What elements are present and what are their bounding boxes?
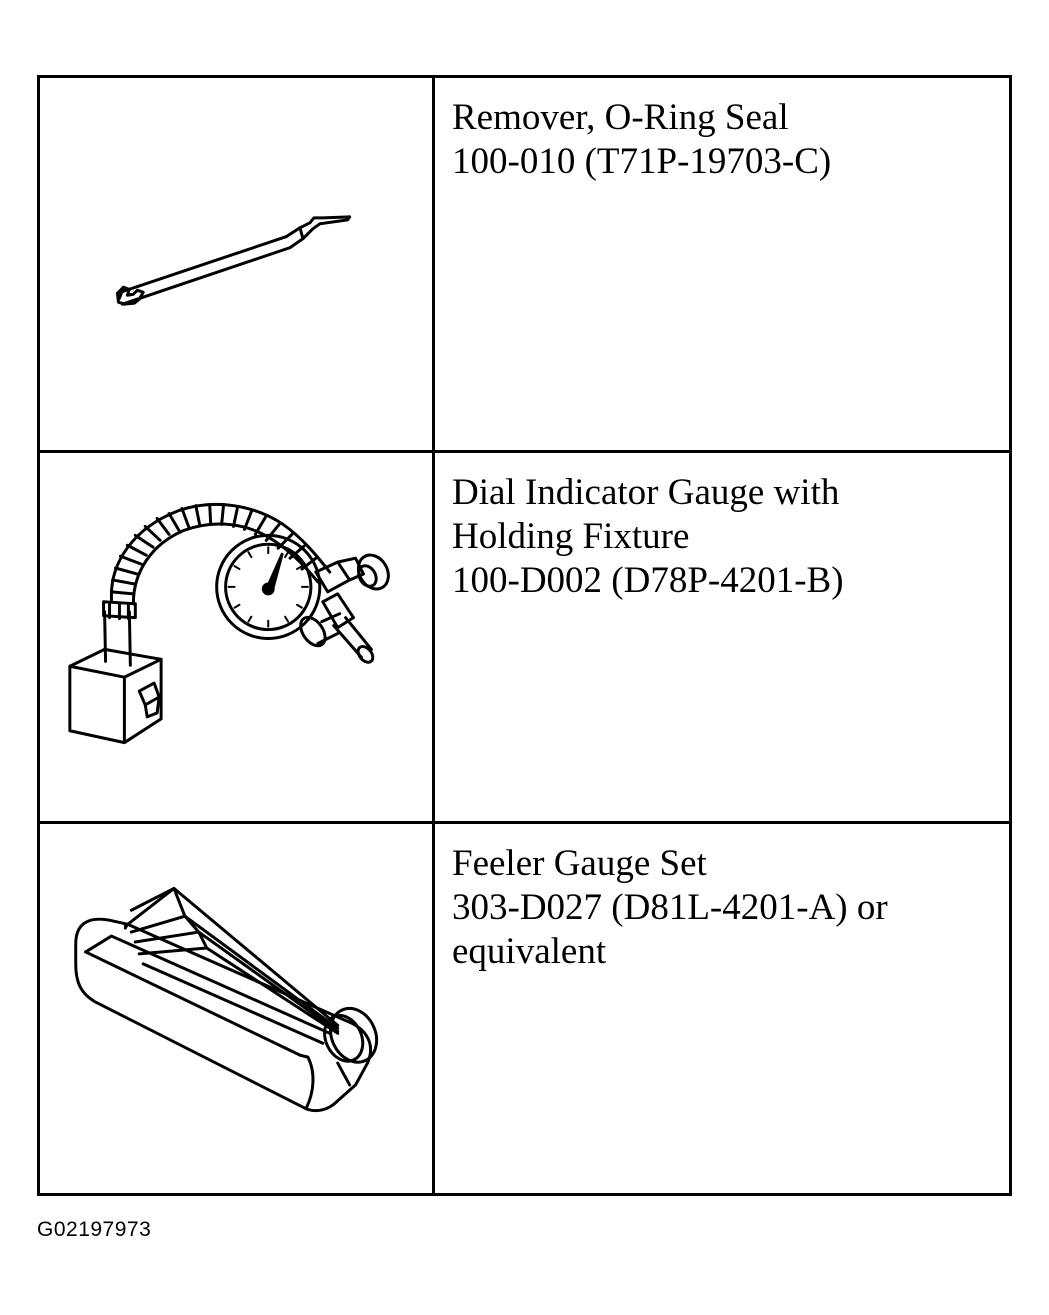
tool-description-cell-1: Remover, O-Ring Seal 100-010 (T71P-19703…: [435, 78, 1009, 453]
dial-indicator-gauge-illustration: [68, 502, 390, 745]
tool-name: Dial Indicator Gauge with: [452, 472, 840, 513]
tool-part-number-continued: equivalent: [452, 931, 607, 972]
tool-name: Feeler Gauge Set: [452, 843, 707, 884]
o-ring-seal-remover-illustration: [115, 215, 352, 306]
figure-id: G02197973: [37, 1218, 152, 1241]
tool-image-cell-3: [40, 824, 435, 1193]
special-tools-table: Remover, O-Ring Seal 100-010 (T71P-19703…: [37, 75, 1012, 1196]
tool-part-number: 100-D002 (D78P-4201-B): [452, 560, 844, 601]
tool-description-cell-2: Dial Indicator Gauge with Holding Fixtur…: [435, 453, 1009, 824]
tool-image-cell-2: [40, 453, 435, 824]
tool-part-number: 100-010 (T71P-19703-C): [452, 141, 832, 182]
feeler-gauge-set-illustration: [74, 886, 379, 1113]
tool-name-continued: Holding Fixture: [452, 516, 690, 557]
tool-part-number: 303-D027 (D81L-4201-A) or: [452, 887, 888, 928]
tool-name: Remover, O-Ring Seal: [452, 97, 789, 138]
tool-image-cell-1: [40, 78, 435, 453]
tool-description-cell-3: Feeler Gauge Set 303-D027 (D81L-4201-A) …: [435, 824, 1009, 1193]
